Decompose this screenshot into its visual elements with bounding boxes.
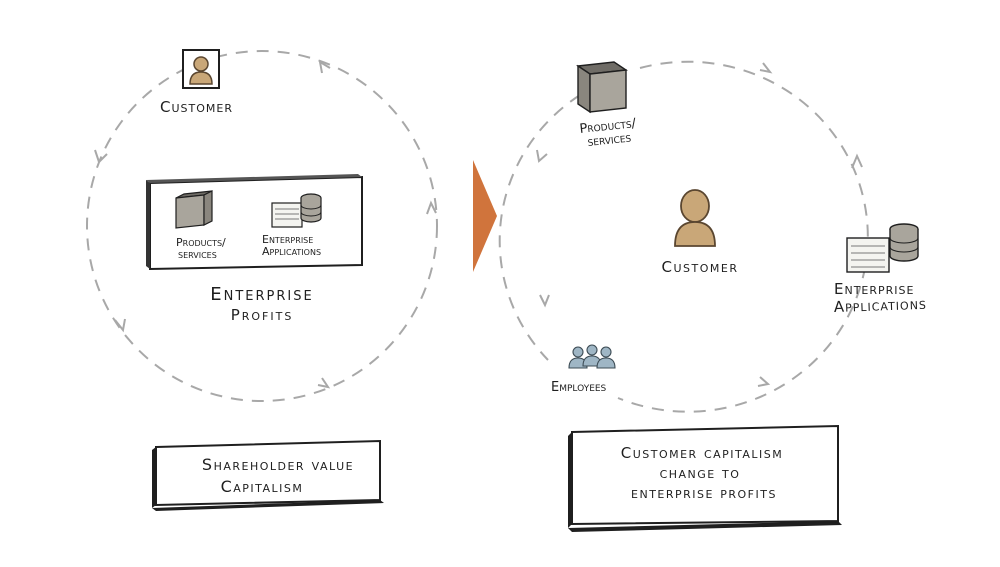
left-caption-line1: Shareholder value: [202, 455, 354, 474]
right-caption-line2: change to: [660, 464, 741, 482]
box-apps-label-line1: Enterprise: [262, 233, 313, 246]
right-dashed-cycle-left-arc: [498, 94, 581, 361]
enterprise-apps-icon: [846, 223, 919, 273]
right-products-line1: Products/: [579, 116, 637, 137]
right-products-line2: services: [587, 130, 632, 150]
enterprise-box: Products/ services Enterprise Applicatio…: [146, 174, 363, 271]
left-cycle: [86, 50, 438, 402]
right-apps-line1: Enterprise: [834, 280, 914, 298]
right-caption-box: [568, 424, 842, 532]
right-dashed-cycle-right-arc: [617, 60, 869, 413]
person-icon: [193, 56, 209, 72]
box-apps-label-line2: Applications: [262, 245, 321, 258]
cycle-arrowhead: [426, 200, 437, 215]
cycle-arrowhead: [114, 318, 126, 333]
box-products-label-line1: Products/: [176, 236, 226, 249]
product-box-icon: [576, 61, 628, 114]
left-caption-box: [152, 439, 384, 511]
left-caption-line2: Capitalism: [221, 477, 304, 496]
left-center-line2: Profits: [231, 306, 294, 324]
enterprise-apps-icon: [271, 193, 322, 228]
cycle-arrowhead: [318, 60, 331, 74]
cycle-arrowhead: [539, 294, 550, 308]
left-dashed-cycle: [86, 50, 438, 402]
cycle-arrowhead: [757, 376, 771, 387]
employees-icon: [568, 344, 616, 369]
right-apps-line2: Applications: [834, 295, 928, 316]
left-customer-label: Customer: [160, 98, 233, 116]
cycle-arrowhead: [851, 153, 863, 169]
left-center-line1: Enterprise: [210, 284, 313, 305]
cycle-arrowhead: [317, 377, 331, 389]
transition-arrow: [473, 160, 497, 272]
customer-portrait: [182, 49, 220, 89]
right-customer-label: Customer: [662, 258, 739, 276]
product-box-icon: [175, 190, 213, 229]
cycle-arrowhead: [759, 62, 773, 74]
cycle-arrowhead: [94, 149, 108, 164]
right-caption-line1: Customer capitalism: [621, 444, 784, 462]
box-products-label-line2: services: [178, 248, 217, 261]
person-icon: [674, 189, 716, 247]
employees-label: Employees: [551, 380, 607, 395]
right-caption-line3: enterprise profits: [631, 484, 777, 502]
cycle-arrowhead: [536, 149, 548, 163]
